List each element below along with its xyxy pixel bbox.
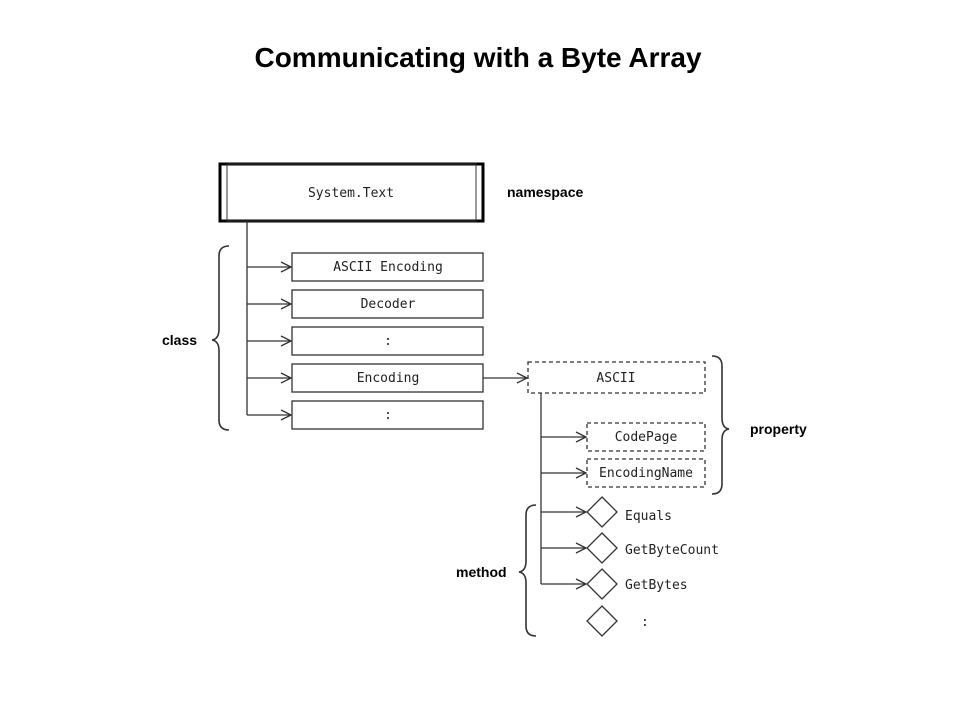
method-diamond-icon (586, 532, 618, 564)
class-name: Decoder (361, 297, 416, 312)
method-name: : (641, 615, 649, 630)
class-name: : (384, 334, 392, 349)
ascii-name: ASCII (596, 371, 635, 386)
class-label: class (162, 332, 197, 348)
method-diamond-icon (586, 496, 618, 528)
method-name: GetByteCount (625, 543, 719, 558)
namespace-node: System.Text (218, 162, 485, 223)
namespace-name: System.Text (308, 186, 394, 201)
class-name: Encoding (357, 371, 420, 386)
class-name: ASCII Encoding (333, 260, 443, 275)
class-brace (211, 245, 230, 431)
property-label: property (750, 421, 807, 437)
method-name: Equals (625, 509, 672, 524)
page-title: Communicating with a Byte Array (254, 42, 701, 73)
method-diamond-icon (586, 605, 618, 637)
class-node-ellipsis-2: : (291, 400, 484, 430)
ascii-node: ASCII (527, 361, 706, 394)
property-name: CodePage (615, 430, 678, 445)
namespace-label: namespace (507, 184, 583, 200)
method-name: GetBytes (625, 578, 688, 593)
property-name: EncodingName (599, 466, 693, 481)
method-diamond-icon (586, 568, 618, 600)
class-node-ascii-encoding: ASCII Encoding (291, 252, 484, 282)
class-node-ellipsis: : (291, 326, 484, 356)
property-brace (711, 355, 730, 495)
class-node-decoder: Decoder (291, 289, 484, 319)
method-brace (518, 504, 537, 637)
class-node-encoding: Encoding (291, 363, 484, 393)
method-label: method (456, 564, 507, 580)
class-name: : (384, 408, 392, 423)
property-node-encodingname: EncodingName (586, 458, 706, 488)
property-node-codepage: CodePage (586, 422, 706, 452)
